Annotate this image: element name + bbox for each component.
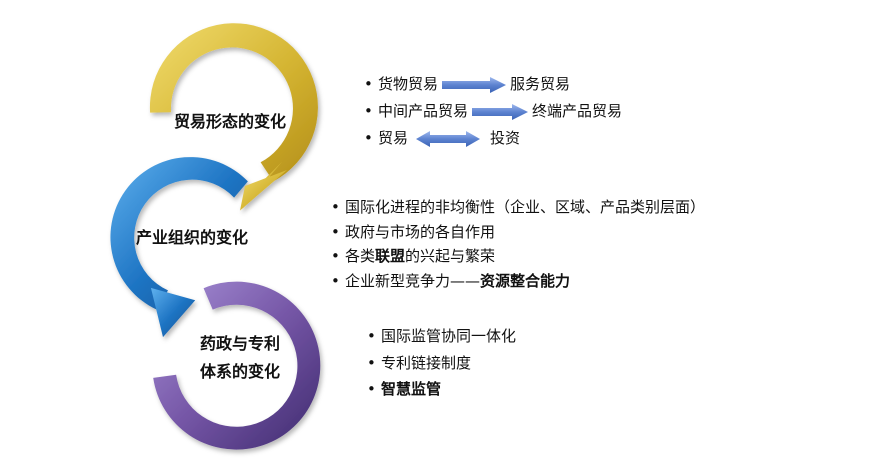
right-arrow-icon bbox=[442, 76, 507, 93]
item-text: 专利链接制度 bbox=[381, 353, 472, 372]
list-item: 国际监管协同一体化 bbox=[367, 323, 516, 350]
list-item: 企业新型竞争力——资源整合能力 bbox=[331, 269, 705, 294]
list-item: 货物贸易 服务贸易 bbox=[364, 71, 622, 98]
item-emphasis: 资源整合能力 bbox=[480, 271, 571, 290]
policy-ring-label-line2: 体系的变化 bbox=[200, 362, 280, 381]
industry-change-list: 国际化进程的非均衡性（企业、区域、产品类别层面） 政府与市场的各自作用 各类联盟… bbox=[331, 195, 705, 293]
trade-to: 服务贸易 bbox=[510, 75, 571, 93]
list-item: 中间产品贸易 终端产品贸易 bbox=[364, 98, 622, 125]
list-item: 各类联盟的兴起与繁荣 bbox=[331, 244, 705, 269]
item-text: 政府与市场的各自作用 bbox=[345, 222, 496, 241]
trade-from: 货物贸易 bbox=[378, 75, 439, 93]
list-item: 贸易 投资 bbox=[364, 125, 622, 152]
policy-change-list: 国际监管协同一体化 专利链接制度 智慧监管 bbox=[367, 323, 516, 403]
trade-ring-label: 贸易形态的变化 bbox=[174, 112, 286, 131]
trade-to: 投资 bbox=[490, 129, 521, 147]
item-emphasis: 智慧监管 bbox=[381, 380, 442, 398]
list-item: 专利链接制度 bbox=[367, 350, 516, 377]
list-item: 国际化进程的非均衡性（企业、区域、产品类别层面） bbox=[331, 195, 705, 220]
item-text: 国际监管协同一体化 bbox=[381, 327, 517, 345]
list-item: 政府与市场的各自作用 bbox=[331, 220, 705, 245]
trade-from: 贸易 bbox=[378, 129, 409, 147]
double-arrow-icon bbox=[416, 130, 481, 147]
item-prefix: 各类 bbox=[345, 247, 376, 265]
item-text: 国际化进程的非均衡性（企业、区域、产品类别层面） bbox=[345, 198, 706, 216]
industry-ring bbox=[110, 157, 248, 338]
list-item: 智慧监管 bbox=[367, 376, 516, 403]
policy-ring-label-line1: 药政与专利 bbox=[200, 334, 280, 353]
item-suffix: 的兴起与繁荣 bbox=[405, 247, 496, 265]
item-prefix: 企业新型竞争力—— bbox=[345, 271, 481, 290]
industry-ring-label: 产业组织的变化 bbox=[136, 228, 248, 247]
trade-change-list: 货物贸易 服务贸易 中间产品贸易 终端产品贸易 贸易 投资 bbox=[364, 71, 622, 152]
trade-to: 终端产品贸易 bbox=[532, 102, 623, 120]
trade-ring bbox=[149, 23, 318, 211]
item-emphasis: 联盟 bbox=[375, 247, 406, 265]
trade-from: 中间产品贸易 bbox=[378, 102, 469, 120]
right-arrow-icon bbox=[472, 103, 529, 120]
